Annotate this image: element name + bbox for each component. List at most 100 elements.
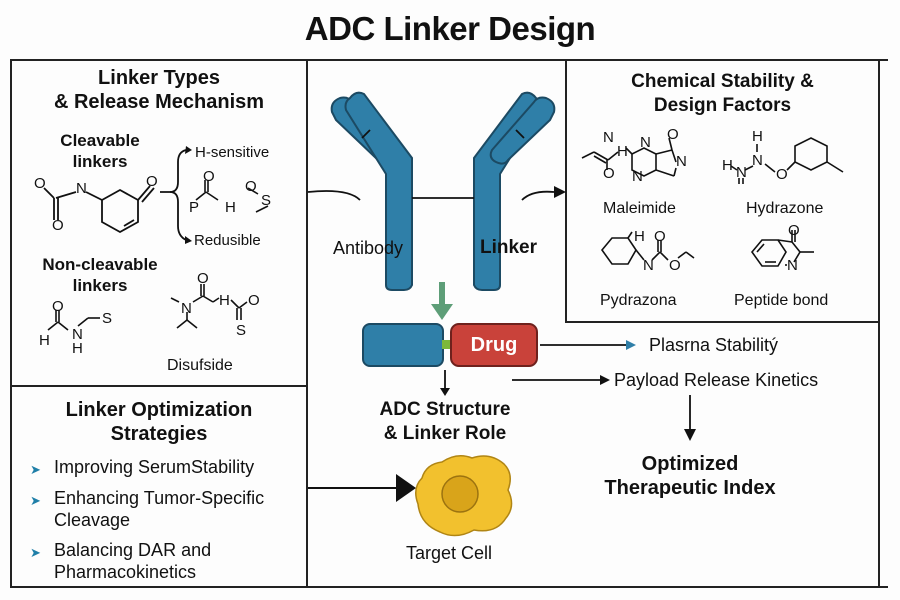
result-line1: Optimized xyxy=(641,453,739,475)
linker-label: Linker xyxy=(480,237,538,258)
atom-n: N xyxy=(787,257,798,274)
atom-h: H xyxy=(225,199,236,216)
maleimide-structure xyxy=(581,137,677,177)
role-line1: ADC Structure xyxy=(379,399,511,420)
atom-o: O xyxy=(776,166,788,183)
adc-role-heading: ADC Structure & Linker Role xyxy=(360,398,530,446)
chem-title-line1: Chemical Stability & xyxy=(631,71,814,92)
atom-o: O xyxy=(654,228,666,245)
release-branch-brace xyxy=(160,146,192,244)
strategy-to-cell-arrow xyxy=(308,474,416,502)
strategies-title: Linker Optimization Strategies xyxy=(12,398,306,446)
plasma-stability-label: Plasrna Stabilitý xyxy=(649,335,779,355)
atom-n: N xyxy=(632,168,643,185)
atom-n: N xyxy=(643,257,654,274)
atom-o: O xyxy=(788,222,800,239)
atom-s: S xyxy=(261,192,272,209)
atom-o: O xyxy=(146,173,158,190)
cleavable-line1: Cleavable xyxy=(60,131,140,150)
arrow-head-right-icon xyxy=(554,186,566,198)
atom-h: H xyxy=(722,157,733,174)
frame-left xyxy=(10,59,12,588)
atom-n: N xyxy=(603,129,614,146)
role-down-arrow-icon xyxy=(440,370,450,396)
cleavable-line2: linkers xyxy=(72,152,128,171)
atom-o: O xyxy=(248,292,260,309)
payload-down-arrow-icon xyxy=(684,395,696,441)
strategies-title-line1: Linker Optimization xyxy=(65,399,253,421)
peptide-bond-structure xyxy=(750,230,814,267)
strategy-text: Balancing DAR and Pharmacokinetics xyxy=(54,540,212,582)
connector-left-curve xyxy=(307,190,361,201)
payload-release-label: Payload Release Kinetics xyxy=(614,370,819,390)
frame-right xyxy=(878,59,880,588)
strategy-item: ➤ Improving SerumStability xyxy=(30,456,300,481)
divider-chem-box-bottom xyxy=(565,321,880,323)
atom-n: N xyxy=(72,326,83,343)
noncleavable-line2: linkers xyxy=(72,276,128,295)
connector-right-arrow xyxy=(521,186,566,201)
divider-left-horizontal xyxy=(10,385,308,387)
atom-n: N xyxy=(181,300,192,317)
compound-name: Maleimide xyxy=(603,200,676,217)
atom-o: O xyxy=(203,168,215,185)
nucleus-icon xyxy=(441,475,479,513)
disulfide-structure xyxy=(170,284,248,329)
disulfide-label: Disufside xyxy=(167,357,233,374)
drug-to-plasma-arrow xyxy=(540,340,636,350)
linker-bar xyxy=(442,340,452,349)
atom-o: O xyxy=(52,217,64,234)
atom-n: N xyxy=(640,134,651,151)
atom-h: H xyxy=(39,332,50,349)
hydrazone-structure xyxy=(730,137,844,184)
result-line2: Therapeutic Index xyxy=(604,477,776,499)
arrow-head-up-icon xyxy=(185,146,192,154)
atom-h: H xyxy=(72,340,83,357)
arrow-head-right-icon xyxy=(396,474,416,502)
atom-o: O xyxy=(667,126,679,143)
role-line2: & Linker Role xyxy=(383,423,507,444)
strategies-title-line2: Strategies xyxy=(110,423,208,445)
atom-h: H xyxy=(219,292,230,309)
aldehyde-structure xyxy=(195,180,269,213)
chem-title-line2: Design Factors xyxy=(653,95,792,116)
linker-types-title: Linker Types & Release Mechanism xyxy=(12,66,306,114)
bullet-arrow-icon: ➤ xyxy=(30,545,41,560)
disulfide-bridge-right xyxy=(515,129,525,139)
atom-n: N xyxy=(736,164,747,181)
cleavable-linkers-heading: Cleavable linkers xyxy=(30,130,170,172)
target-cell-label: Target Cell xyxy=(406,543,493,563)
atom-n: N xyxy=(752,152,763,169)
strategy-item: ➤ Balancing DAR and Pharmacokinetics xyxy=(30,539,300,583)
atom-p: P xyxy=(189,199,200,216)
page-title: ADC Linker Design xyxy=(304,10,596,47)
antibody-icon xyxy=(330,91,556,291)
pydrazona-structure xyxy=(600,231,695,265)
compound-name: Peptide bond xyxy=(734,292,829,309)
redusible-label: Redusible xyxy=(194,232,261,249)
frame-bottom xyxy=(10,586,888,588)
linker-down-arrow-icon xyxy=(431,282,453,320)
atom-n: N xyxy=(76,180,87,197)
atom-o: O xyxy=(245,178,257,195)
strategy-text: Improving SerumStability xyxy=(54,457,255,477)
compound-name: Pydrazona xyxy=(600,292,677,309)
divider-chem-box-left xyxy=(565,59,567,322)
atom-o: O xyxy=(34,175,46,192)
chem-title: Chemical Stability & Design Factors xyxy=(567,70,878,118)
divider-left-panel xyxy=(306,59,308,588)
strategy-text: Enhancing Tumor-Specific Cleavage xyxy=(54,488,265,530)
atom-o: O xyxy=(52,298,64,315)
atom-h: H xyxy=(634,228,645,245)
bullet-arrow-icon: ➤ xyxy=(30,493,41,508)
atom-s: S xyxy=(102,310,113,327)
antibody-label: Antibody xyxy=(333,238,404,258)
atom-s: S xyxy=(236,322,247,339)
linker-types-title-line1: Linker Types xyxy=(98,67,220,89)
drug-block: Drug xyxy=(450,323,538,367)
thioamide-structure xyxy=(47,310,100,331)
atom-o: O xyxy=(669,257,681,274)
target-cell-icon xyxy=(415,455,513,537)
strategy-item: ➤ Enhancing Tumor-Specific Cleavage xyxy=(30,487,300,531)
atom-h: H xyxy=(617,143,628,160)
